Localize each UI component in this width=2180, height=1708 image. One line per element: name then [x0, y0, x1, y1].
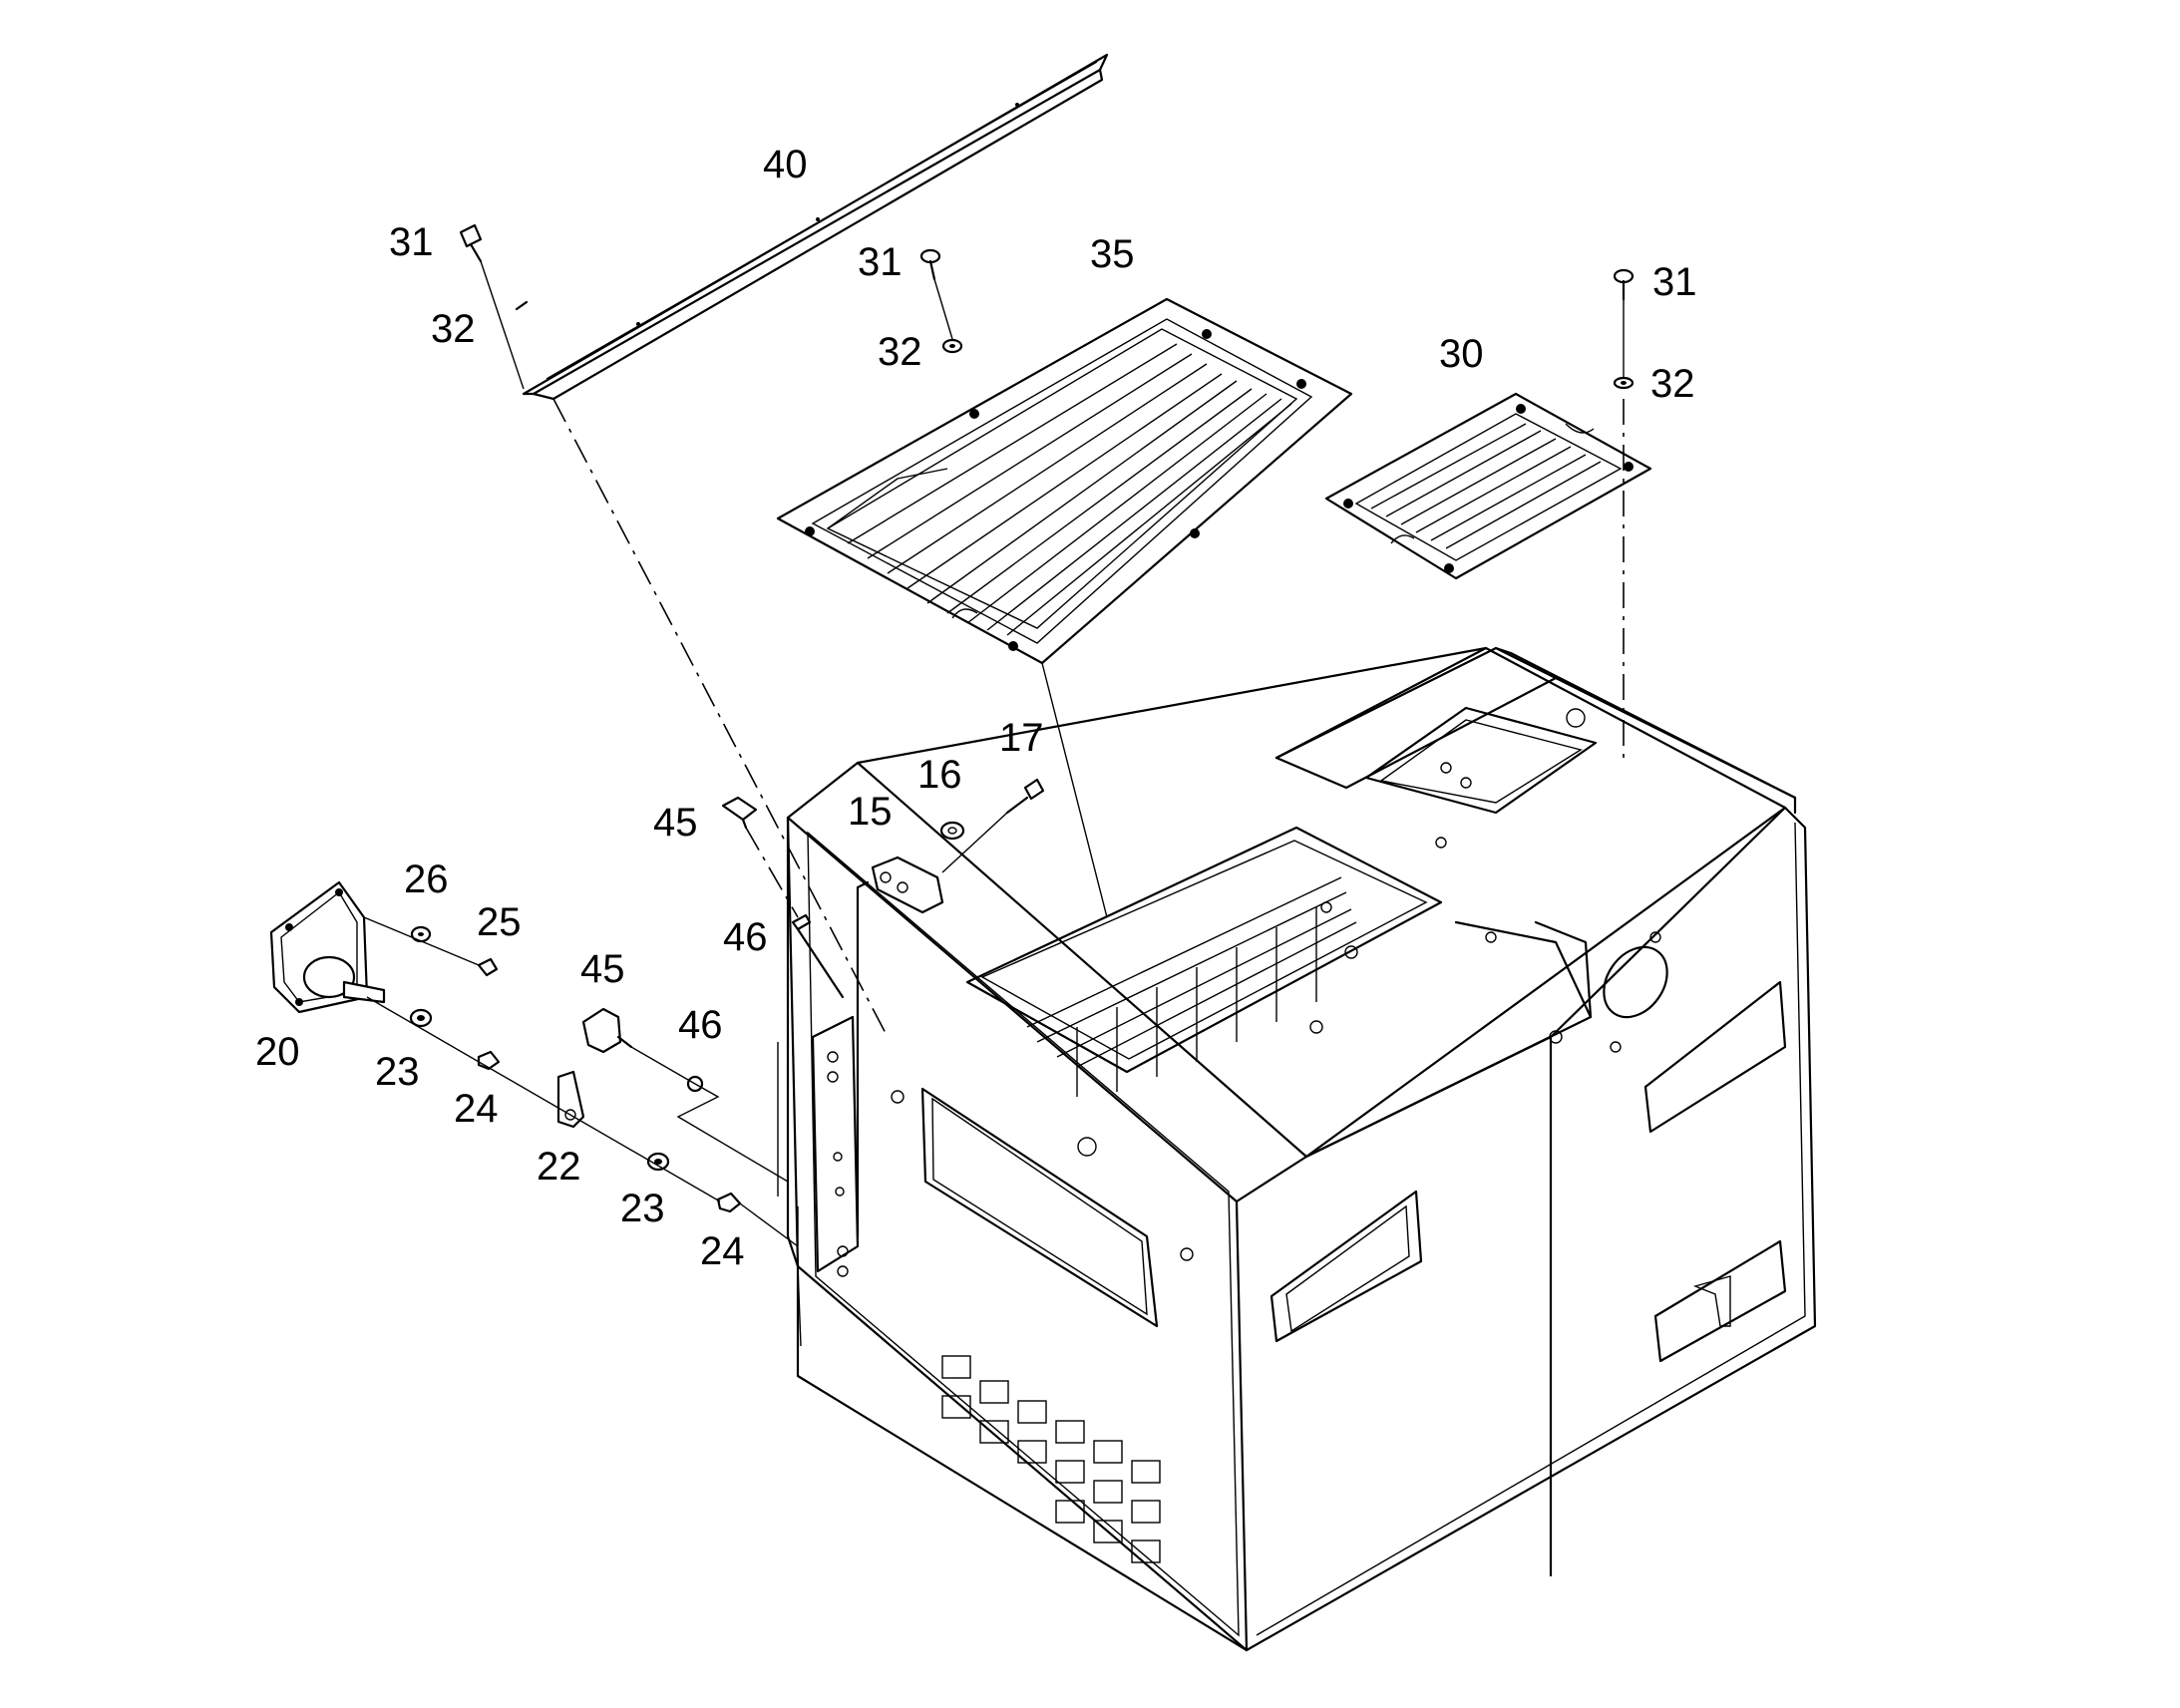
- callout-32: 32: [1650, 362, 1695, 406]
- screw-31-mid: [919, 248, 941, 281]
- callout-23: 23: [620, 1187, 665, 1230]
- callout-31: 31: [1652, 260, 1697, 304]
- callout-31: 31: [389, 220, 434, 264]
- callout-35: 35: [1090, 232, 1135, 276]
- part-40-trim-strip: [522, 53, 1109, 401]
- part-24-nut-b: [716, 1192, 742, 1213]
- callout-46: 46: [678, 1003, 723, 1047]
- internal-grill: [1026, 876, 1357, 1097]
- callout-22: 22: [537, 1145, 581, 1189]
- part-22-lever: [556, 1070, 585, 1129]
- part-35-large-grille: [776, 297, 1353, 665]
- washer-32-mid: [941, 338, 963, 354]
- part-30-small-grille: [1324, 392, 1652, 580]
- part-46-pin-upper: [791, 913, 812, 931]
- callout-25: 25: [477, 900, 522, 944]
- part-25-nut: [477, 957, 499, 977]
- part-24-nut-a: [477, 1050, 501, 1071]
- callout-23: 23: [375, 1050, 420, 1094]
- assembly-lines: [363, 260, 1625, 1247]
- screw-31-right: [1613, 268, 1635, 301]
- part-16-washer: [939, 821, 965, 841]
- part-20-latch-assembly: [269, 880, 386, 1014]
- front-vent-grid: [941, 1355, 1161, 1563]
- washer-32-right: [1613, 376, 1635, 390]
- callout-15: 15: [848, 790, 893, 834]
- main-enclosure: [786, 646, 1817, 1652]
- small-grille-slats: [1370, 423, 1602, 549]
- screw-31-left: [459, 223, 483, 263]
- callout-labels: 40 31 32 31 35 32 31 30 32 17 16 15 45 4…: [255, 143, 1697, 1273]
- callout-40: 40: [763, 143, 808, 186]
- callout-30: 30: [1439, 332, 1484, 376]
- left-bracket-plate: [811, 1015, 860, 1277]
- part-17-bolt: [1005, 778, 1045, 815]
- part-23-washer-b: [646, 1152, 670, 1172]
- callout-32: 32: [431, 307, 476, 351]
- part-45-knob-lower: [581, 1007, 633, 1054]
- washer-32-left: [515, 300, 529, 311]
- callout-31: 31: [858, 240, 903, 284]
- callout-45: 45: [653, 801, 698, 845]
- part-23-washer-a: [409, 1008, 433, 1028]
- part-45-knob-upper: [721, 796, 758, 830]
- callout-26: 26: [404, 857, 449, 901]
- callout-20: 20: [255, 1030, 300, 1074]
- callout-46: 46: [723, 915, 768, 959]
- callout-24: 24: [454, 1087, 499, 1131]
- callout-17: 17: [999, 716, 1044, 760]
- callout-16: 16: [917, 753, 962, 797]
- callout-32: 32: [878, 330, 922, 374]
- part-15-latch-bracket: [856, 855, 944, 1238]
- callout-45: 45: [580, 947, 625, 991]
- callout-24: 24: [700, 1229, 745, 1273]
- large-grille-slats: [827, 343, 1292, 636]
